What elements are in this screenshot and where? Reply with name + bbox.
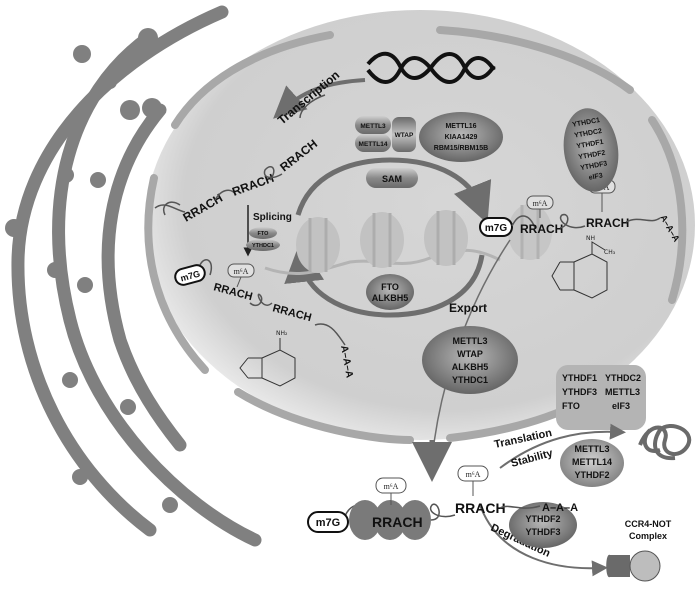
nuclear-envelope (144, 26, 687, 444)
er-membrane-middle (52, 31, 262, 547)
svg-text:ALKBH5: ALKBH5 (372, 293, 409, 303)
svg-text:YTHDC1: YTHDC1 (452, 375, 488, 385)
rrach-motif: RRACH (520, 222, 563, 236)
svg-text:SAM: SAM (382, 174, 402, 184)
pre-mrna-strand (163, 94, 326, 216)
rrach-motif: RRACH (455, 500, 506, 516)
degradation-factors (509, 502, 577, 548)
ribosome (374, 500, 406, 540)
adenine-structure-icon: NH₂ (239, 330, 296, 387)
svg-text:YTHDF2: YTHDF2 (574, 470, 609, 480)
nucleosome (296, 217, 340, 273)
writer-complex: METTL3 METTL14 WTAP METTL16 KIAA1429 RBM… (355, 112, 503, 162)
nuclear-readers (563, 108, 619, 192)
svg-text:ALKBH5: ALKBH5 (452, 362, 489, 372)
svg-text:YTHDF3: YTHDF3 (580, 160, 608, 172)
svg-text:WTAP: WTAP (457, 349, 483, 359)
transcription-arrow (273, 78, 366, 119)
svg-text:YTHDC2: YTHDC2 (605, 373, 641, 383)
mettl14-protein (355, 134, 391, 152)
svg-text:WTAP: WTAP (395, 132, 414, 139)
sam-cofactor (366, 168, 418, 188)
svg-text:METTL3: METTL3 (575, 444, 610, 454)
export-factors (422, 326, 518, 394)
translation-arrow (499, 423, 626, 469)
chromatin-nucleosomes (264, 204, 552, 276)
svg-text:CH₃: CH₃ (604, 249, 616, 256)
svg-text:METTL14: METTL14 (572, 457, 612, 467)
degradation-arrow (479, 504, 608, 577)
svg-text:YTHDC1: YTHDC1 (252, 243, 274, 249)
m6a-mark: m⁶A (533, 199, 548, 208)
er-membrane-outer (11, 5, 229, 537)
dna-helix-icon (366, 51, 496, 84)
translation-factors (556, 365, 646, 430)
rrach-motif: RRACH (372, 514, 423, 530)
m6a-mark: m⁶A (466, 470, 481, 479)
export-label: Export (449, 301, 487, 315)
wtap-protein (392, 117, 416, 152)
stability-label: Stability (510, 447, 555, 470)
ccr4-not-label: Complex (629, 531, 667, 541)
svg-text:YTHDF2: YTHDF2 (578, 150, 606, 162)
svg-text:YTHDC2: YTHDC2 (574, 128, 603, 140)
poly-a-tail: A–A–A (542, 502, 578, 514)
ribosome (399, 500, 431, 540)
svg-text:FTO: FTO (258, 231, 270, 237)
writer-cofactors (419, 112, 503, 162)
methylation-arrow (295, 157, 492, 224)
endoplasmic-reticulum (11, 5, 262, 547)
splicing-label: Splicing (253, 212, 292, 223)
eraser-complex (366, 274, 414, 310)
svg-text:FTO: FTO (381, 282, 399, 292)
svg-text:RBM15/RBM15B: RBM15/RBM15B (434, 145, 488, 152)
svg-text:METTL3: METTL3 (360, 123, 386, 130)
nucleosome (360, 212, 404, 268)
svg-text:YTHDF1: YTHDF1 (576, 139, 604, 151)
svg-text:KIAA1429: KIAA1429 (445, 134, 478, 141)
m7g-cap: m7G (316, 517, 340, 529)
m6a-mark: m⁶A (384, 482, 399, 491)
m6a-mark: m⁶A (234, 267, 249, 276)
svg-text:YTHDF3: YTHDF3 (562, 387, 597, 397)
ccr4-not-complex-icon (606, 550, 661, 582)
svg-text:METTL14: METTL14 (359, 141, 388, 148)
svg-text:YTHDC1: YTHDC1 (572, 117, 601, 129)
er-membrane-inner (101, 103, 187, 452)
svg-text:YTHDF1: YTHDF1 (562, 373, 597, 383)
svg-text:NH: NH (586, 235, 595, 242)
rrach-motif: RRACH (586, 216, 629, 230)
svg-text:eIF3: eIF3 (612, 401, 630, 411)
svg-text:NH₂: NH₂ (276, 330, 288, 337)
demethylation-arrow (284, 242, 485, 318)
stability-factors (560, 439, 624, 487)
ribosome (349, 500, 381, 540)
svg-text:YTHDF2: YTHDF2 (525, 514, 560, 524)
cytoplasmic-mrna: m7G m⁶A RRACH m⁶A RRACH A–A–A (307, 465, 578, 540)
methyladenine-structure-icon: NH CH₃ (551, 235, 616, 299)
fto-protein (249, 227, 277, 239)
svg-text:FTO: FTO (562, 401, 580, 411)
svg-text:eIF3: eIF3 (588, 172, 603, 181)
m7g-cap: m7G (485, 223, 507, 234)
svg-text:METTL3: METTL3 (605, 387, 640, 397)
svg-text:YTHDF3: YTHDF3 (525, 527, 560, 537)
ribosomes (5, 28, 178, 513)
svg-text:METTL16: METTL16 (445, 123, 476, 130)
mettl3-protein (355, 116, 391, 134)
protein-coil-icon (638, 424, 692, 461)
ccr4-not-label: CCR4-NOT (625, 519, 672, 529)
ythdc1-protein (246, 239, 280, 251)
svg-text:METTL3: METTL3 (453, 336, 488, 346)
nucleosome (424, 210, 468, 266)
spliced-mrna: m7G m⁶A RRACH RRACH A–A–A (174, 259, 355, 379)
